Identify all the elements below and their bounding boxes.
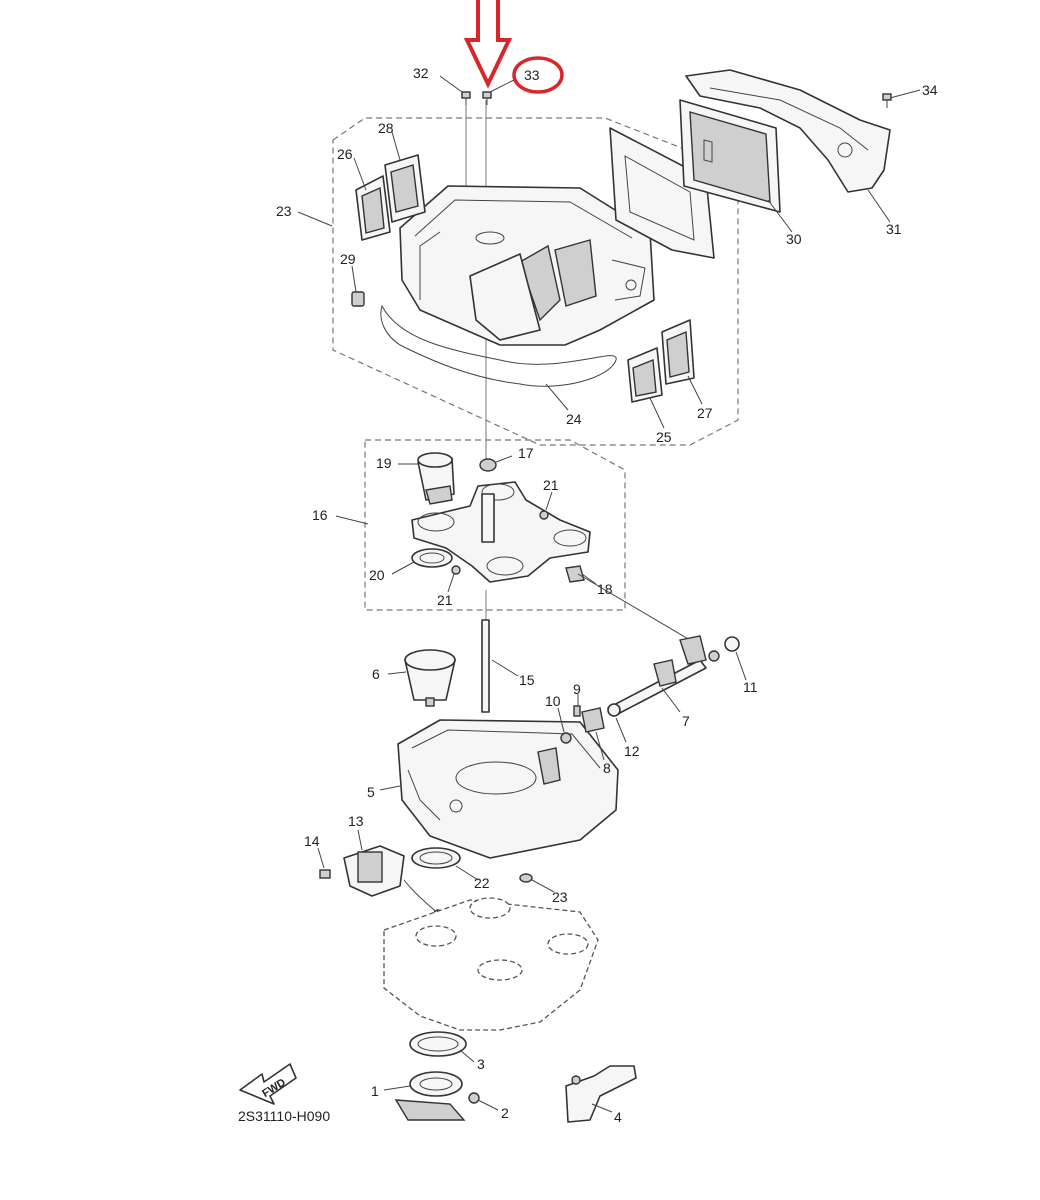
- callout-26: 25: [656, 429, 672, 445]
- cup-part: [404, 649, 456, 707]
- callout-33: 32: [413, 65, 429, 81]
- callout-8: 8: [603, 760, 611, 776]
- callout-22: 22: [474, 875, 490, 891]
- highlight-circle-icon: [512, 56, 564, 94]
- callout-11: 11: [743, 679, 758, 695]
- callout-12: 12: [624, 743, 640, 759]
- callout-17: 17: [518, 445, 534, 461]
- callout-34: 33: [524, 67, 540, 83]
- callout-14: 14: [304, 833, 320, 849]
- grommet-part: [479, 458, 497, 472]
- bracket-8-part: [581, 707, 605, 733]
- callout-7: 7: [682, 713, 690, 729]
- screw-35-part: [882, 93, 892, 108]
- lever-shaft-part: [607, 635, 720, 717]
- callout-21b: 21: [437, 592, 453, 608]
- clip-part: [351, 291, 365, 307]
- highlight-arrow-icon: [463, 0, 513, 89]
- upper-joint-part: [417, 452, 455, 505]
- air-box-gasket-part: [380, 304, 617, 387]
- seal-22-part: [411, 847, 461, 869]
- bolt-21a-part: [539, 510, 549, 520]
- diagram-code: 2S31110-H090: [238, 1108, 330, 1124]
- air-box-group-outline: [332, 117, 739, 446]
- callout-23: 23: [552, 889, 568, 905]
- callout-13: 13: [348, 813, 364, 829]
- callout-4: 4: [614, 1109, 622, 1125]
- screw-33-part: [461, 91, 471, 105]
- callout-35: 34: [922, 82, 938, 98]
- carburetor-joint-plate-part: [411, 481, 591, 583]
- callout-16: 16: [312, 507, 328, 523]
- callout-32: 31: [886, 221, 902, 237]
- screw-34-part: [482, 91, 492, 105]
- callout-5: 5: [367, 784, 375, 800]
- forward-direction-icon: FWD: [239, 1063, 297, 1105]
- callout-24: 23: [276, 203, 292, 219]
- callout-1: 1: [371, 1083, 379, 1099]
- callout-29: 28: [378, 120, 394, 136]
- callout-20: 20: [369, 567, 385, 583]
- callout-10: 10: [545, 693, 561, 709]
- callout-leaders: [297, 75, 921, 1113]
- grommet-23-part: [519, 873, 533, 883]
- air-filter-case-part: [399, 185, 655, 346]
- air-filter-element-part: [679, 99, 781, 213]
- nut-11-part: [724, 636, 740, 652]
- callout-2: 2: [501, 1105, 509, 1121]
- callout-3: 3: [477, 1056, 485, 1072]
- callout-15: 15: [519, 672, 535, 688]
- sensor-part: [343, 845, 443, 919]
- callout-9: 9: [573, 681, 581, 697]
- lower-clamp-part: [411, 548, 453, 568]
- callout-6: 6: [372, 666, 380, 682]
- callout-31: 30: [786, 231, 802, 247]
- intake-joint-1-part: [394, 1071, 466, 1121]
- rod-part: [481, 619, 490, 713]
- callout-18: 18: [597, 581, 613, 597]
- nut-10-part: [560, 732, 572, 744]
- air-box-cover-part: [685, 69, 891, 193]
- bolt-2-part: [468, 1092, 480, 1104]
- joint-pair-part: [627, 319, 695, 403]
- callout-28: 27: [697, 405, 713, 421]
- clip-18-part: [565, 565, 585, 583]
- washer-9-part: [573, 705, 581, 717]
- clamp-3-part: [409, 1031, 467, 1057]
- callout-labels: 32 33 34 28 26 23 29 31 30 24 27 25 17 1…: [276, 65, 938, 1125]
- carb-joint-group-outline: [364, 439, 626, 611]
- callout-19: 19: [376, 455, 392, 471]
- lower-air-case-part: [397, 719, 619, 859]
- bracket-4-part: [565, 1065, 637, 1123]
- air-box-joint-part: [355, 154, 426, 241]
- screw-14-part: [319, 869, 331, 879]
- callout-25: 24: [566, 411, 582, 427]
- bolt-21b-part: [451, 565, 461, 575]
- callout-27: 26: [337, 146, 353, 162]
- callout-21a: 21: [543, 477, 559, 493]
- bolt-12-part: [607, 703, 621, 717]
- callout-30: 29: [340, 251, 356, 267]
